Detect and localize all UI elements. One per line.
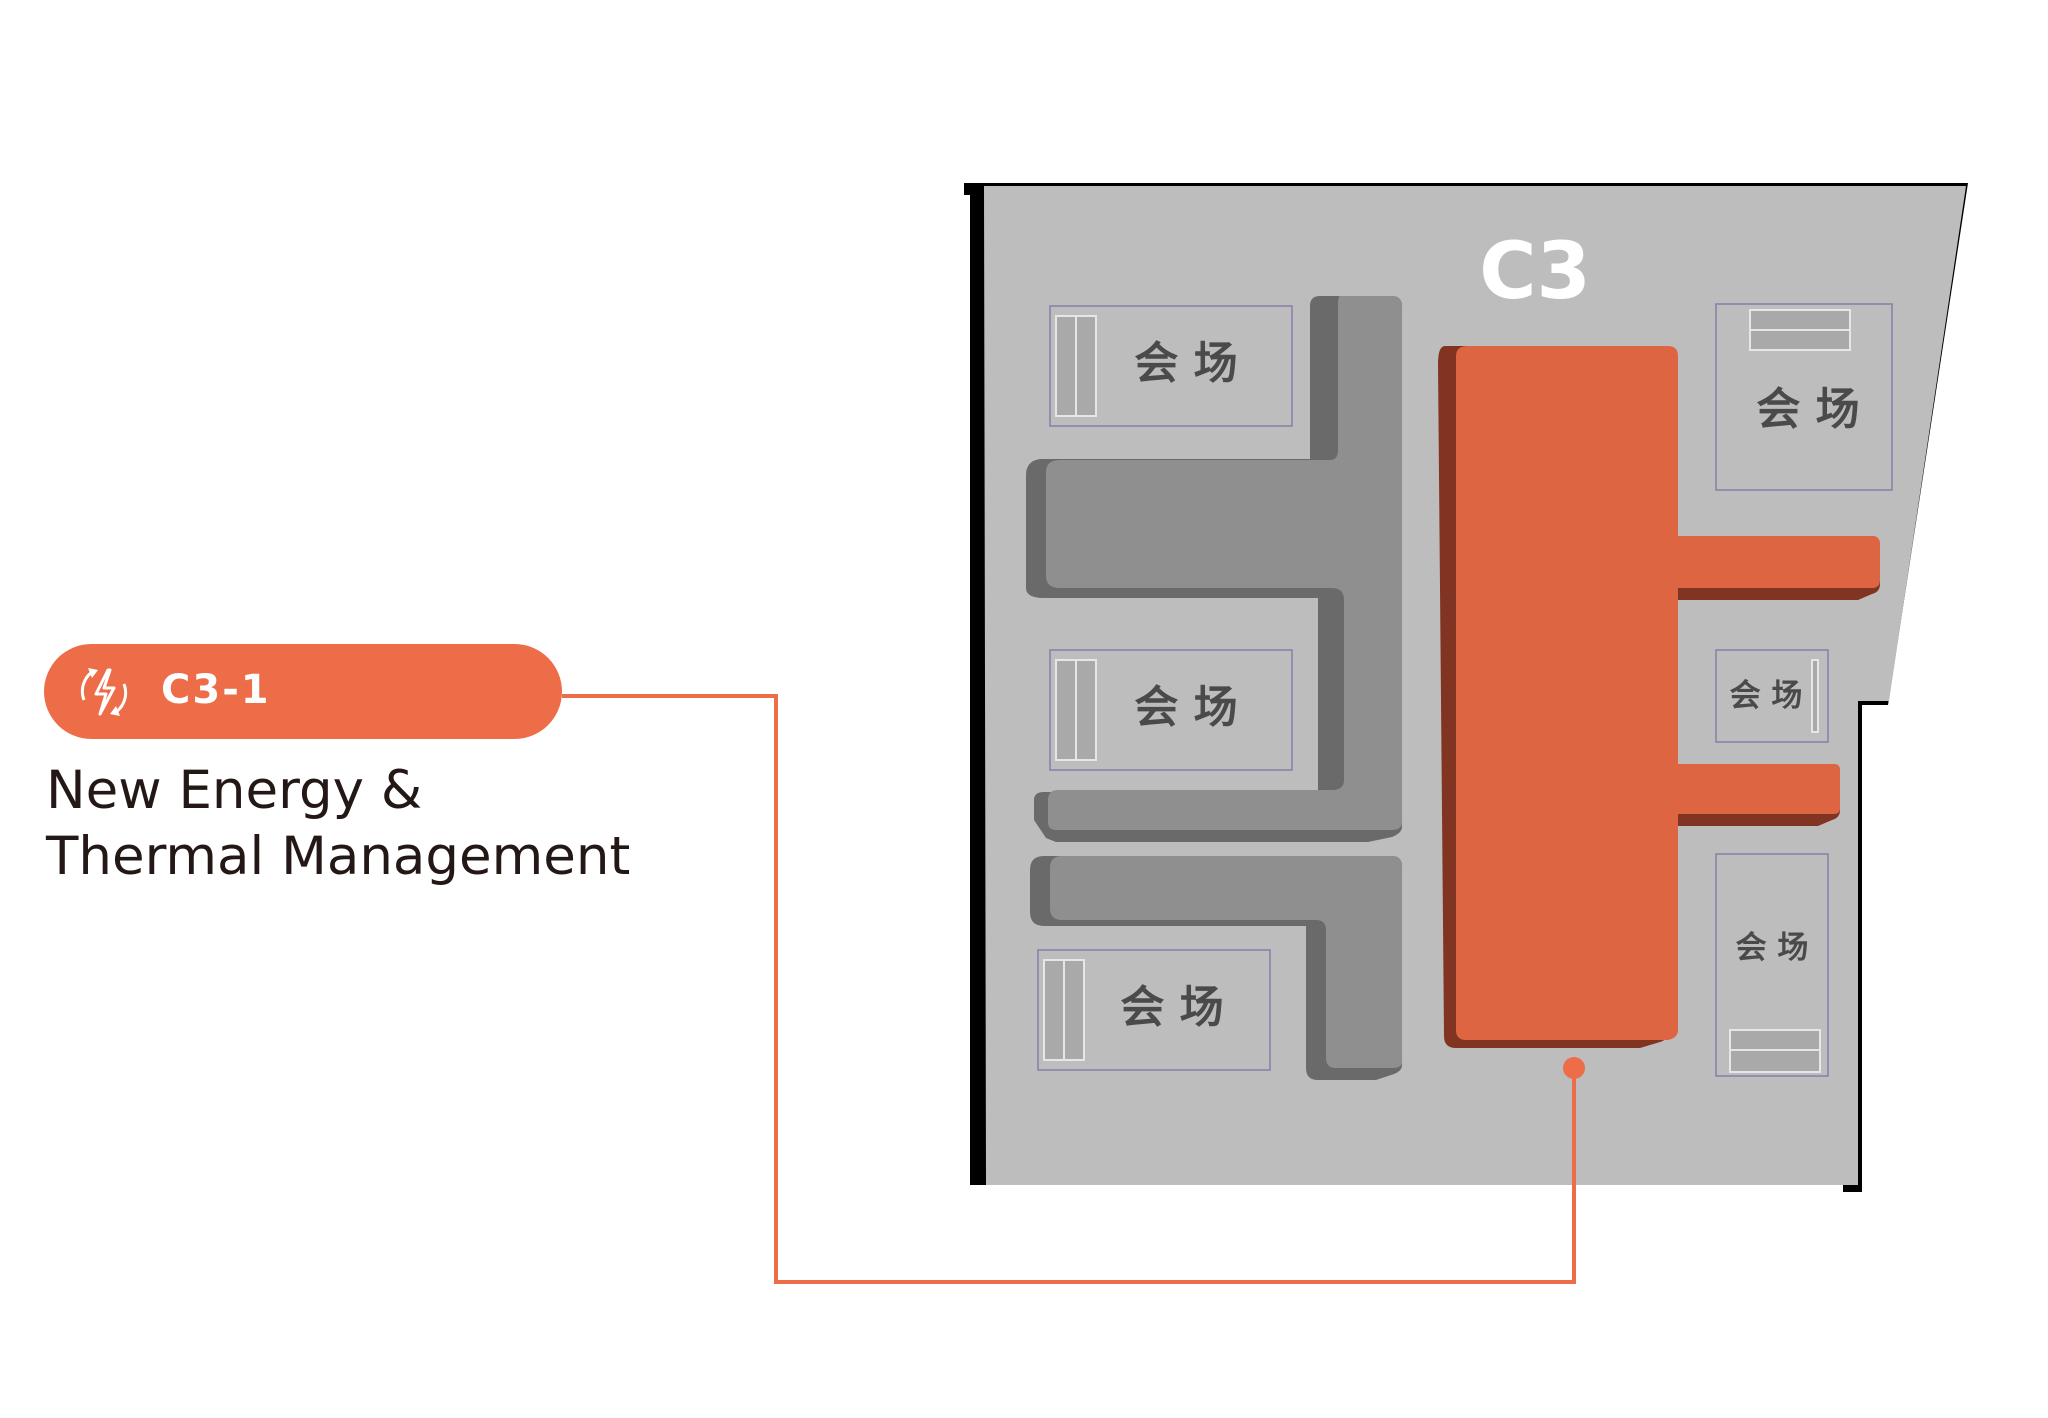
venue-5: 会 场 <box>1715 649 1829 743</box>
hall-title: C3 <box>1479 227 1591 317</box>
venue-3: 会 场 <box>1037 949 1271 1071</box>
orange-booth-c3-1[interactable] <box>1438 346 1880 1048</box>
connector-line <box>562 694 1576 1284</box>
venue-6: 会 场 <box>1715 853 1829 1077</box>
svg-text:会 场: 会 场 <box>1120 982 1223 1033</box>
zone-name: New Energy & Thermal Management <box>46 758 746 890</box>
svg-text:会 场: 会 场 <box>1756 384 1859 435</box>
lightning-cycle-icon <box>80 668 128 716</box>
svg-text:会 场: 会 场 <box>1134 338 1237 389</box>
venue-4: 会 场 <box>1715 303 1893 491</box>
venue-2: 会 场 <box>1049 649 1293 771</box>
venue-1: 会 场 <box>1049 305 1293 427</box>
svg-text:会 场: 会 场 <box>1134 682 1237 733</box>
svg-text:会 场: 会 场 <box>1736 930 1809 966</box>
zone-code: C3-1 <box>161 667 271 713</box>
zone-name-line-2: Thermal Management <box>46 826 631 887</box>
svg-text:会 场: 会 场 <box>1730 678 1803 714</box>
gray-booth-upper <box>1026 296 1402 842</box>
zone-name-line-1: New Energy & <box>46 760 423 821</box>
zone-label-pill[interactable]: C3-1 <box>44 644 562 739</box>
gray-booth-lower <box>1030 856 1402 1080</box>
booth-marker-dot[interactable] <box>1563 1057 1585 1079</box>
